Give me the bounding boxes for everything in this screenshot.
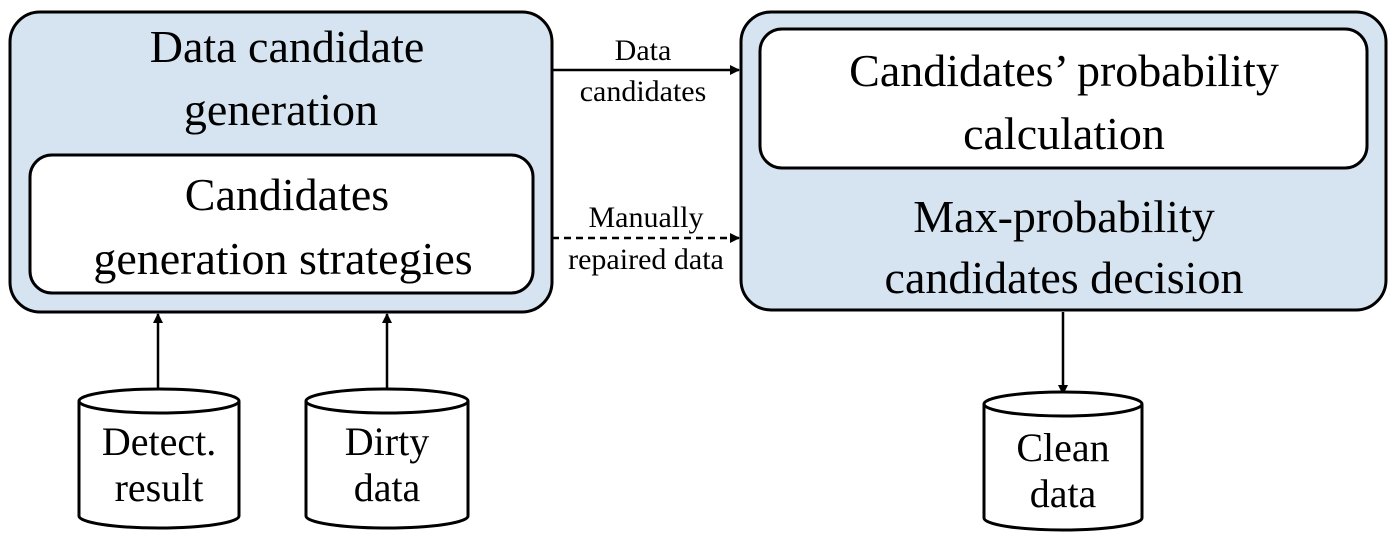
clean-data-database: Clean data <box>982 390 1144 532</box>
clean-data-line2: data <box>1030 471 1097 516</box>
left-panel-title-line2: generation <box>184 84 378 135</box>
clean-data-cylinder-top <box>982 390 1144 418</box>
max-probability-line2: candidates decision <box>885 252 1244 303</box>
max-probability-line1: Max-probability <box>913 191 1215 242</box>
dirty-data-line1: Dirty <box>345 419 429 464</box>
dirty-data-line2: data <box>354 465 421 510</box>
left-panel-title-line1: Data candidate <box>150 21 425 72</box>
detect-result-line1: Detect. <box>102 419 216 464</box>
probability-panel: Candidates’ probability calculation Max-… <box>739 10 1388 312</box>
manually-repaired-label-line2: repaired data <box>568 243 724 276</box>
detect-result-cylinder-body <box>77 401 241 530</box>
data-candidates-label-line1: Data <box>615 34 672 67</box>
detect-result-cylinder-top <box>77 387 241 415</box>
clean-data-line1: Clean <box>1016 425 1109 470</box>
probability-calculation-box <box>758 27 1369 170</box>
data-candidate-generation-panel: Data candidate generation Candidates gen… <box>8 10 554 314</box>
clean-data-cylinder-body <box>982 404 1144 532</box>
probability-calculation-line1: Candidates’ probability <box>849 45 1279 96</box>
data-candidates-label-line2: candidates <box>580 75 707 108</box>
manually-repaired-label-line1: Manually <box>589 201 704 234</box>
detect-result-database: Detect. result <box>77 387 241 530</box>
probability-calculation-line2: calculation <box>963 108 1165 159</box>
dirty-data-cylinder-top <box>304 387 470 415</box>
dirty-data-cylinder-body <box>304 401 470 530</box>
manually-repaired-connector: Manually repaired data <box>552 201 740 276</box>
detect-result-line2: result <box>115 465 204 510</box>
dirty-data-database: Dirty data <box>304 387 470 530</box>
generation-strategies-line2: generation strategies <box>93 233 472 284</box>
generation-strategies-line1: Candidates <box>185 169 389 220</box>
generation-strategies-box <box>28 153 535 295</box>
data-candidates-connector: Data candidates <box>552 34 740 108</box>
